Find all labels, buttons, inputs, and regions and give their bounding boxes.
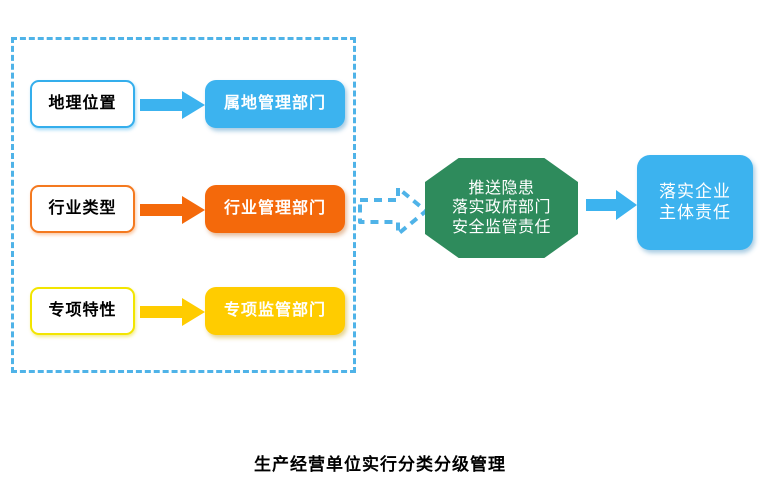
dashed-arrow-icon <box>358 185 428 237</box>
arrow-geography-to-dept <box>140 90 206 120</box>
dept-box-territorial[interactable]: 属地管理部门 <box>205 80 345 128</box>
criteria-box-industry[interactable]: 行业类型 <box>30 185 135 233</box>
diagram-caption: 生产经营单位实行分类分级管理 <box>254 455 506 474</box>
octagon-push-hazard[interactable]: 推送隐患 落实政府部门 安全监管责任 <box>425 158 578 258</box>
arrow-special-to-dept <box>140 297 206 327</box>
classification-group-box <box>11 37 356 373</box>
dept-box-special-supervision[interactable]: 专项监管部门 <box>205 287 345 335</box>
criteria-box-special[interactable]: 专项特性 <box>30 287 135 335</box>
arrow-industry-to-dept <box>140 195 206 225</box>
outcome-box-enterprise-responsibility[interactable]: 落实企业 主体责任 <box>637 155 753 250</box>
dept-box-industry-mgmt[interactable]: 行业管理部门 <box>205 185 345 233</box>
arrow-octagon-to-outcome <box>586 188 638 222</box>
criteria-box-geography[interactable]: 地理位置 <box>30 80 135 128</box>
